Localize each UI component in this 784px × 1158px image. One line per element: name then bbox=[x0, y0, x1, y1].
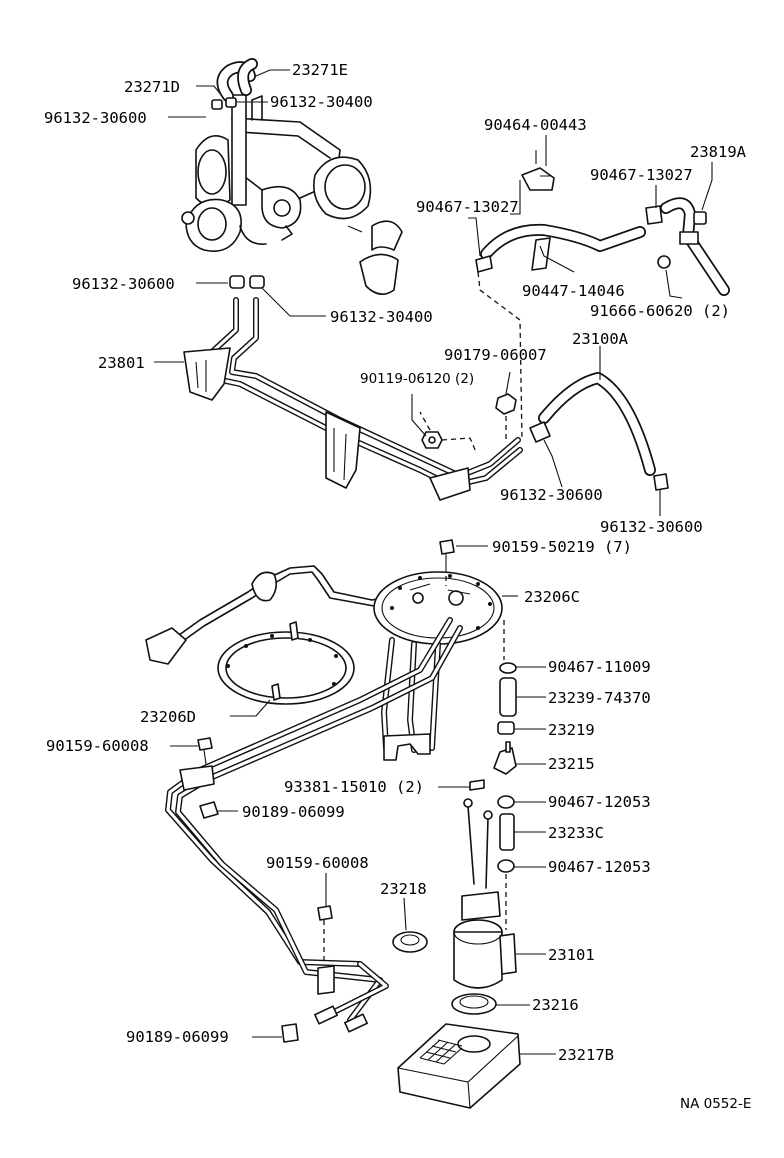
label-90467-11009: 90467-11009 bbox=[548, 658, 651, 676]
fuel-pump-bracket-assembly bbox=[145, 539, 503, 1043]
fuel-pump-stack bbox=[392, 620, 521, 1109]
label-96132-30400-top: 96132-30400 bbox=[270, 93, 373, 111]
label-23217b: 23217B bbox=[558, 1046, 614, 1064]
label-23206d: 23206D bbox=[140, 708, 196, 726]
label-23206c: 23206C bbox=[524, 588, 580, 606]
label-90179-06007: 90179-06007 bbox=[444, 346, 547, 364]
part-number-labels: 23271D 23271E 96132-30600 96132-30400 90… bbox=[44, 61, 747, 1064]
label-90189-06099-upper: 90189-06099 bbox=[242, 803, 345, 821]
label-23239-74370: 23239-74370 bbox=[548, 689, 651, 707]
label-90159-60008-left: 90159-60008 bbox=[46, 737, 149, 755]
label-96132-30600-mid: 96132-30600 bbox=[72, 275, 175, 293]
fuel-hose-23100a bbox=[529, 372, 669, 491]
label-23271e: 23271E bbox=[292, 61, 348, 79]
label-23801: 23801 bbox=[98, 354, 145, 372]
label-96132-30600-right: 96132-30600 bbox=[600, 518, 703, 536]
engine-throttle-assembly bbox=[181, 58, 403, 295]
label-90189-06099-lower: 90189-06099 bbox=[126, 1028, 229, 1046]
label-23101: 23101 bbox=[548, 946, 595, 964]
label-23218: 23218 bbox=[380, 880, 427, 898]
label-90467-12053-lower: 90467-12053 bbox=[548, 858, 651, 876]
label-23215: 23215 bbox=[548, 755, 595, 773]
label-96132-30600-top: 96132-30600 bbox=[44, 109, 147, 127]
diagram-code: NA 0552-E bbox=[680, 1096, 751, 1112]
label-90467-12053-upper: 90467-12053 bbox=[548, 793, 651, 811]
label-96132-30600-low: 96132-30600 bbox=[500, 486, 603, 504]
leader-lines bbox=[154, 69, 713, 1055]
label-96132-30400-mid: 96132-30400 bbox=[330, 308, 433, 326]
label-23100a: 23100A bbox=[572, 330, 629, 348]
label-90467-13027-left: 90467-13027 bbox=[416, 198, 519, 216]
label-23233c: 23233C bbox=[548, 824, 604, 842]
label-90467-13027-right: 90467-13027 bbox=[590, 166, 693, 184]
label-23271d: 23271D bbox=[124, 78, 180, 96]
label-91666-60620: 91666-60620 (2) bbox=[590, 302, 730, 320]
label-90159-60008-center: 90159-60008 bbox=[266, 854, 369, 872]
label-90447-14046: 90447-14046 bbox=[522, 282, 625, 300]
label-23219: 23219 bbox=[548, 721, 595, 739]
label-23819a: 23819A bbox=[690, 143, 747, 161]
fuel-pipe-assembly bbox=[183, 275, 523, 501]
label-90159-50219: 90159-50219 (7) bbox=[492, 538, 632, 556]
label-90464-00443: 90464-00443 bbox=[484, 116, 587, 134]
label-93381-15010: 93381-15010 (2) bbox=[284, 778, 424, 796]
label-23216: 23216 bbox=[532, 996, 579, 1014]
label-90119-06120: 90119-06120 (2) bbox=[360, 371, 474, 387]
fuel-hose-upper bbox=[475, 150, 730, 441]
